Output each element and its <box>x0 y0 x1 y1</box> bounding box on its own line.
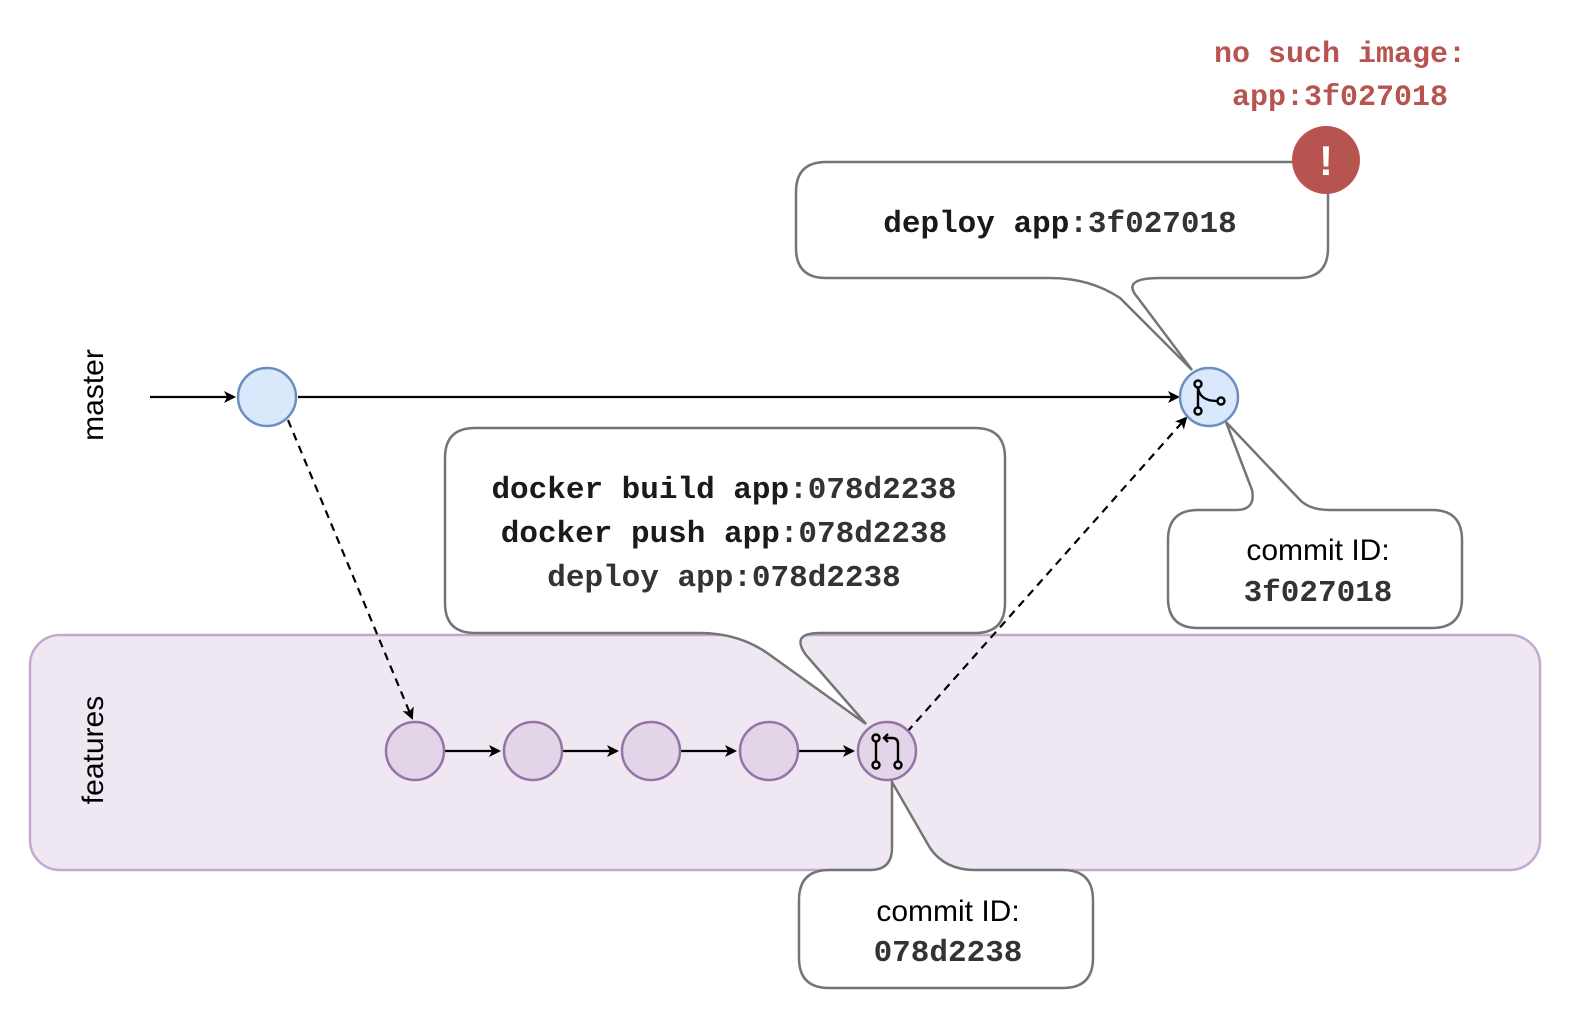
git-merge-icon <box>1193 379 1226 416</box>
feature-cmd-1: docker build app <box>491 473 789 508</box>
feature-tag-2: :078d2238 <box>780 517 947 552</box>
feature-cmds-callout <box>443 426 1007 726</box>
master-merge-node[interactable] <box>1178 366 1240 428</box>
master-commit-callout <box>1166 421 1464 630</box>
branch-dashed-arrow <box>286 419 414 720</box>
deploy-master-cmd: deploy app <box>883 207 1069 242</box>
deploy-master-callout <box>794 160 1330 371</box>
master-commit-node[interactable] <box>236 366 298 428</box>
feature-commit-node-2[interactable] <box>502 720 564 782</box>
feature-commit-node-1[interactable] <box>384 720 446 782</box>
features-lane-label: features <box>77 696 110 804</box>
master-commit-id: 3f027018 <box>1244 576 1393 611</box>
feature-cmd-line-2: docker push app:078d2238 <box>501 517 947 552</box>
feature-cmd-line-3: deploy app:078d2238 <box>547 561 900 596</box>
feature-pr-node[interactable] <box>856 720 918 782</box>
feature-commit-callout <box>797 777 1095 990</box>
feature-cmd-2: docker push app <box>501 517 780 552</box>
master-commit-label: commit ID: <box>1246 534 1389 567</box>
exclamation-icon <box>1292 126 1360 194</box>
master-lane-label: master <box>77 349 110 441</box>
error-message-line-1: no such image: <box>1214 38 1466 72</box>
deploy-master-text: deploy app:3f027018 <box>883 207 1236 242</box>
error-symbol: ! <box>1319 137 1333 184</box>
feature-tag-3: :078d2238 <box>733 561 900 596</box>
feature-commit-label: commit ID: <box>876 895 1019 928</box>
feature-cmd-line-1: docker build app:078d2238 <box>491 473 956 508</box>
error-message-line-2: app:3f027018 <box>1232 81 1448 115</box>
git-pull-request-icon <box>871 733 903 770</box>
feature-commit-node-4[interactable] <box>738 720 800 782</box>
merge-dashed-arrow <box>906 416 1188 733</box>
feature-commit-node-3[interactable] <box>620 720 682 782</box>
deploy-master-tag: :3f027018 <box>1069 207 1236 242</box>
feature-cmd-3: deploy app <box>547 561 733 596</box>
feature-commit-id: 078d2238 <box>874 936 1023 971</box>
feature-tag-1: :078d2238 <box>789 473 956 508</box>
error-indicator: ! <box>1292 126 1360 194</box>
